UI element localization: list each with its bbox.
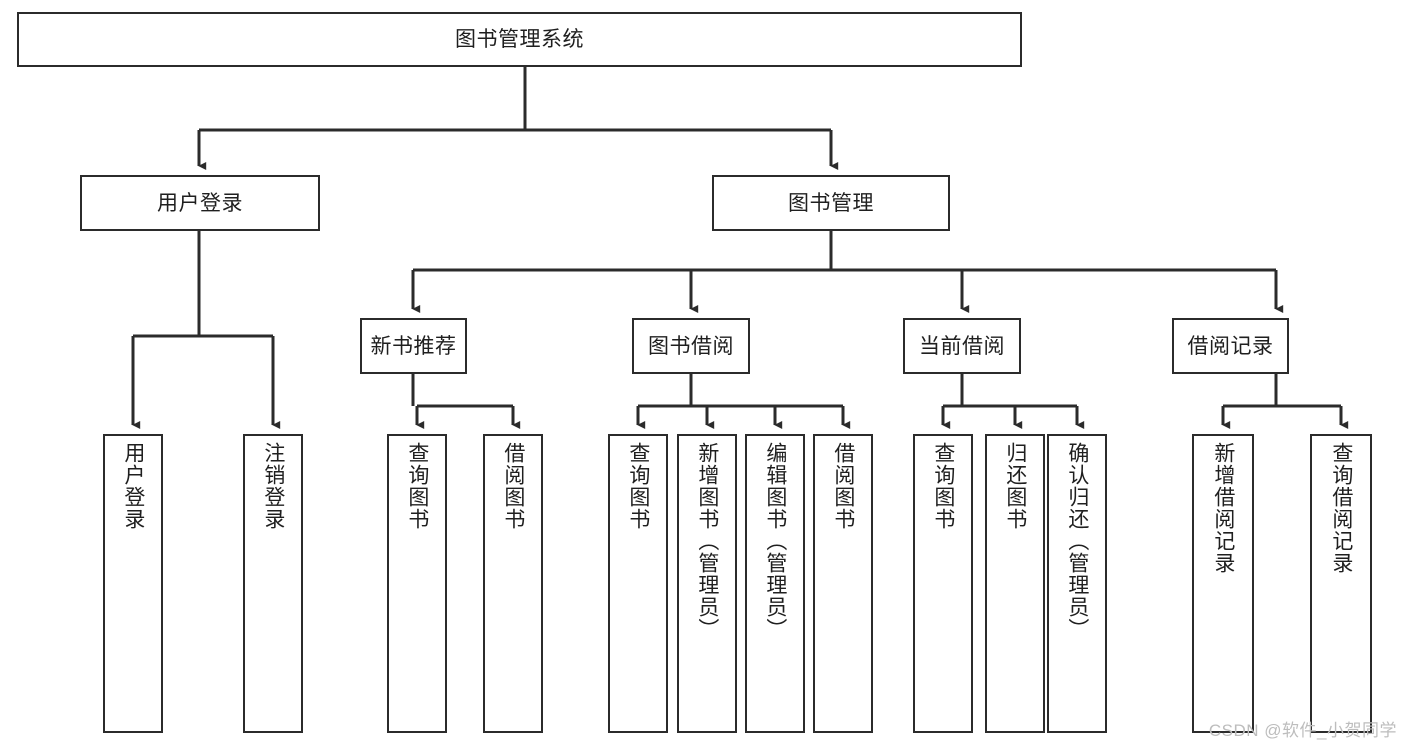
node-label-leaf-add-book: 新增图书（管理员） <box>695 442 719 640</box>
node-label-leaf-confirm-return: 确认归还（管理员） <box>1065 442 1089 640</box>
node-label-book-borrow: 图书借阅 <box>648 334 734 358</box>
node-label-leaf-logout: 注销登录 <box>261 442 285 530</box>
node-box-leaf-query-record[interactable]: 查询借阅记录 <box>1310 434 1372 733</box>
node-box-leaf-query-book-current[interactable]: 查询图书 <box>913 434 973 733</box>
watermark-text: CSDN @软件_小贺同学 <box>1208 721 1397 740</box>
node-label-leaf-query-book-current: 查询图书 <box>931 442 955 530</box>
node-label-leaf-add-record: 新增借阅记录 <box>1211 442 1235 574</box>
node-label-leaf-user-login: 用户登录 <box>121 442 145 530</box>
node-box-leaf-return-book[interactable]: 归还图书 <box>985 434 1045 733</box>
node-label-current-borrow: 当前借阅 <box>919 334 1005 358</box>
node-label-leaf-query-record: 查询借阅记录 <box>1329 442 1353 574</box>
node-box-leaf-borrow-book[interactable]: 借阅图书 <box>813 434 873 733</box>
node-box-leaf-query-book-rec[interactable]: 查询图书 <box>387 434 447 733</box>
node-box-leaf-query-book-borrow[interactable]: 查询图书 <box>608 434 668 733</box>
node-label-leaf-borrow-book: 借阅图书 <box>831 442 855 530</box>
node-box-leaf-borrow-book-rec[interactable]: 借阅图书 <box>483 434 543 733</box>
node-box-leaf-user-login[interactable]: 用户登录 <box>103 434 163 733</box>
node-box-leaf-add-book[interactable]: 新增图书（管理员） <box>677 434 737 733</box>
node-box-book-borrow[interactable]: 图书借阅 <box>632 318 750 374</box>
node-label-root: 图书管理系统 <box>455 28 584 51</box>
node-box-user-login[interactable]: 用户登录 <box>80 175 320 231</box>
node-label-book-management: 图书管理 <box>788 191 874 215</box>
node-box-leaf-add-record[interactable]: 新增借阅记录 <box>1192 434 1254 733</box>
node-label-leaf-edit-book: 编辑图书（管理员） <box>763 442 787 640</box>
node-box-borrow-records[interactable]: 借阅记录 <box>1172 318 1289 374</box>
node-box-leaf-confirm-return[interactable]: 确认归还（管理员） <box>1047 434 1107 733</box>
node-label-leaf-return-book: 归还图书 <box>1003 442 1027 530</box>
node-label-leaf-query-book-rec: 查询图书 <box>405 442 429 530</box>
node-box-leaf-edit-book[interactable]: 编辑图书（管理员） <box>745 434 805 733</box>
node-box-leaf-logout[interactable]: 注销登录 <box>243 434 303 733</box>
node-label-leaf-borrow-book-rec: 借阅图书 <box>501 442 525 530</box>
node-box-new-book-recommend[interactable]: 新书推荐 <box>360 318 467 374</box>
node-label-user-login: 用户登录 <box>157 191 243 215</box>
node-box-root[interactable]: 图书管理系统 <box>17 12 1022 67</box>
node-label-new-book-recommend: 新书推荐 <box>370 334 457 358</box>
node-box-book-management[interactable]: 图书管理 <box>712 175 950 231</box>
node-label-borrow-records: 借阅记录 <box>1187 334 1274 358</box>
node-box-current-borrow[interactable]: 当前借阅 <box>903 318 1021 374</box>
node-label-leaf-query-book-borrow: 查询图书 <box>626 442 650 530</box>
